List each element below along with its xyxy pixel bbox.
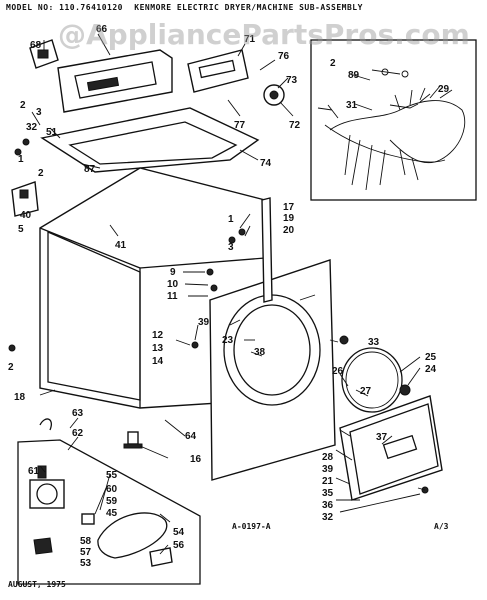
part-number-59: 59 (106, 496, 118, 507)
part-number-54: 54 (173, 527, 185, 538)
hinge-strip (261, 197, 273, 303)
part-number-58: 58 (80, 536, 92, 547)
part-number-74: 74 (260, 158, 272, 169)
part-number-2-bottom-left: 2 (8, 362, 14, 373)
part-number-31: 31 (346, 100, 358, 111)
part-number-60: 60 (106, 484, 118, 495)
part-number-39-left: 39 (198, 317, 210, 328)
part-number-29: 29 (438, 84, 450, 95)
watermark: @AppliancePartsPros.com (58, 18, 470, 51)
top-panel-opening (68, 121, 238, 165)
part-number-21: 21 (322, 476, 334, 487)
footer-code: A-0197-A (232, 522, 271, 531)
part-number-63: 63 (72, 408, 84, 419)
part-number-40: 40 (20, 210, 32, 221)
part-number-87: 87 (84, 164, 96, 175)
part-number-62: 62 (72, 428, 84, 439)
part-number-73: 73 (286, 75, 298, 86)
part-number-19: 19 (283, 213, 295, 224)
footer-date: AUGUST, 1975 (8, 580, 66, 589)
diagram-header: MODEL NO: 110.76410120 KENMORE ELECTRIC … (6, 3, 369, 12)
part-number-24: 24 (425, 364, 437, 375)
motor-subassembly-box (17, 439, 201, 585)
part-number-14: 14 (152, 356, 164, 367)
door-seal-inner (345, 351, 399, 409)
part-number-20: 20 (283, 225, 295, 236)
drive-belt (97, 512, 168, 559)
part-number-5: 5 (18, 224, 24, 235)
control-bracket (29, 39, 59, 69)
door (339, 395, 443, 501)
part-number-3-mid: 3 (228, 242, 234, 253)
part-number-35: 35 (322, 488, 334, 499)
part-number-9: 9 (170, 267, 176, 278)
part-number-3-top: 3 (36, 107, 42, 118)
part-number-23: 23 (222, 335, 234, 346)
part-number-12: 12 (152, 330, 164, 341)
door-seal (341, 347, 403, 413)
part-number-39-right: 39 (322, 464, 334, 475)
wiring-harness-drawing (317, 68, 466, 191)
part-number-2-inset: 2 (330, 58, 336, 69)
control-panel-console (57, 49, 249, 113)
leader-lines (31, 33, 431, 555)
part-number-13: 13 (152, 343, 164, 354)
part-number-28: 28 (322, 452, 334, 463)
part-number-64: 64 (185, 431, 197, 442)
leveling-leg (123, 431, 143, 449)
part-number-17: 17 (283, 202, 295, 213)
idler-pulley (81, 513, 95, 525)
part-number-51: 51 (46, 127, 58, 138)
top-panel (40, 107, 260, 173)
wiring-harness-inset-box (310, 39, 477, 201)
spring-clip (39, 418, 52, 431)
part-number-45: 45 (106, 508, 118, 519)
part-number-36: 36 (322, 500, 334, 511)
part-number-32: 32 (26, 122, 38, 133)
part-number-89: 89 (348, 70, 360, 81)
part-number-11: 11 (167, 291, 178, 302)
part-number-1-top: 1 (18, 154, 24, 165)
part-number-10: 10 (167, 279, 179, 290)
part-number-25: 25 (425, 352, 437, 363)
diagram-title: KENMORE ELECTRIC DRYER/MACHINE SUB-ASSEM… (134, 3, 363, 12)
part-number-68: 68 (30, 40, 42, 51)
bracket-left (11, 181, 39, 217)
blower-wheel (149, 547, 173, 567)
part-number-37: 37 (376, 432, 388, 443)
part-number-61: 61 (28, 466, 40, 477)
part-number-26: 26 (332, 366, 344, 377)
part-number-72: 72 (289, 120, 301, 131)
part-number-2-top: 2 (20, 100, 26, 111)
drive-motor (29, 465, 65, 509)
part-number-77: 77 (234, 120, 246, 131)
part-number-2-left: 2 (38, 168, 44, 179)
part-number-76: 76 (278, 51, 290, 62)
motor-mount (33, 537, 53, 555)
part-number-53: 53 (80, 558, 92, 569)
part-number-55: 55 (106, 470, 118, 481)
part-number-18: 18 (14, 392, 26, 403)
part-number-56: 56 (173, 540, 185, 551)
footer-page: A/3 (434, 522, 449, 531)
timer-knob (263, 84, 285, 106)
part-number-16: 16 (190, 454, 202, 465)
part-number-57: 57 (80, 547, 92, 558)
part-number-32-bottom: 32 (322, 512, 334, 523)
model-number-label: MODEL NO: 110.76410120 (6, 3, 123, 12)
part-number-27: 27 (360, 386, 372, 397)
part-number-66: 66 (96, 24, 108, 35)
part-number-1-mid: 1 (228, 214, 234, 225)
part-number-71: 71 (244, 34, 256, 45)
part-number-38: 38 (254, 347, 266, 358)
part-number-33: 33 (368, 337, 380, 348)
part-number-41: 41 (115, 240, 127, 251)
